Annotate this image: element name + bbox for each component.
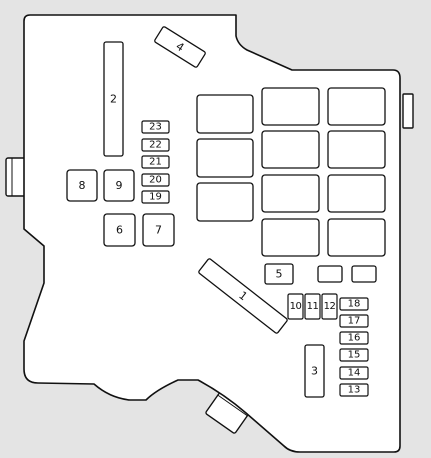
right-connector [402, 93, 414, 129]
fuse-17: 17 [339, 314, 369, 328]
fuse-label: 18 [348, 299, 361, 310]
fuse-13: 13 [339, 383, 369, 397]
fuse-label: 16 [348, 333, 361, 344]
fuse-label: 9 [116, 179, 123, 192]
fuse-label: 2 [110, 93, 117, 106]
fuse-2: 2 [103, 41, 124, 157]
fuse-10: 10 [287, 293, 304, 320]
fuse-label: 17 [348, 316, 361, 327]
fuse-label: 6 [116, 224, 123, 237]
relay-socket [196, 182, 254, 222]
relay-socket [196, 94, 254, 134]
relay-socket [327, 218, 386, 257]
fuse-label: 10 [290, 301, 302, 312]
fuse-3: 3 [304, 344, 325, 398]
fuse-14: 14 [339, 366, 369, 380]
fuse-label: 3 [311, 365, 318, 378]
fuse-16: 16 [339, 331, 369, 345]
small-socket [317, 265, 343, 283]
fuse-12: 12 [321, 293, 338, 320]
fuse-label: 7 [155, 224, 162, 237]
fuse-15: 15 [339, 348, 369, 362]
relay-socket [261, 87, 320, 126]
fuse-6: 6 [103, 213, 136, 247]
relay-socket [327, 130, 386, 169]
relay-socket [327, 87, 386, 126]
fuse-label: 20 [149, 175, 162, 186]
fuse-label: 22 [149, 140, 162, 151]
relay-socket [327, 174, 386, 213]
fuse-5: 5 [264, 263, 294, 285]
fuse-label: 21 [149, 157, 162, 168]
fuse-label: 19 [149, 192, 162, 203]
fuse-21: 21 [141, 155, 170, 169]
fuse-label: 13 [348, 385, 361, 396]
fuse-9: 9 [103, 169, 135, 202]
fuse-label: 8 [79, 179, 86, 192]
fuse-label: 11 [307, 301, 319, 312]
fuse-19: 19 [141, 190, 170, 204]
fuse-23: 23 [141, 120, 170, 134]
fuse-label: 14 [348, 368, 361, 379]
fuse-20: 20 [141, 173, 170, 187]
fuse-label: 12 [324, 301, 336, 312]
fuse-label: 15 [348, 350, 361, 361]
fuse-label: 23 [149, 122, 162, 133]
small-socket [351, 265, 377, 283]
fuse-7: 7 [142, 213, 175, 247]
fuse-1: 1 [198, 258, 288, 334]
relay-socket [196, 138, 254, 178]
fuse-11: 11 [304, 293, 321, 320]
relay-sockets [196, 87, 386, 283]
relay-socket [261, 174, 320, 213]
fuse-18: 18 [339, 297, 369, 311]
fuse-8: 8 [66, 169, 98, 202]
fuse-22: 22 [141, 138, 170, 152]
relay-socket [261, 130, 320, 169]
relay-socket [261, 218, 320, 257]
fuse-label: 5 [276, 268, 283, 281]
fuse-4: 4 [154, 26, 206, 68]
